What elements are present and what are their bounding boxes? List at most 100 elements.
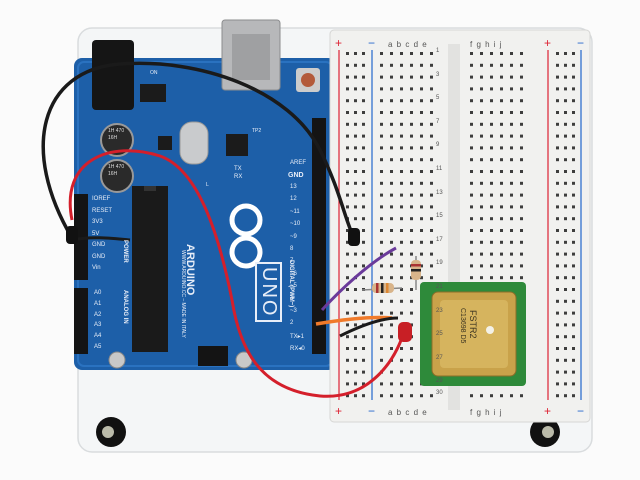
breadboard-hole xyxy=(362,240,365,244)
breadboard-hole xyxy=(410,134,413,138)
breadboard-hole xyxy=(400,299,403,303)
breadboard-hole xyxy=(510,240,513,244)
bb-plus-tr: + xyxy=(544,36,552,50)
l-label: L xyxy=(206,182,209,188)
bb-minus-tr: − xyxy=(577,36,585,50)
breadboard-hole xyxy=(390,299,393,303)
regulator xyxy=(140,84,166,102)
breadboard-hole xyxy=(556,217,559,221)
breadboard-hole xyxy=(354,347,357,350)
digital-pin-label: 2 xyxy=(290,320,294,327)
breadboard-hole xyxy=(510,146,513,150)
breadboard-hole xyxy=(420,146,423,150)
breadboard-hole xyxy=(400,87,403,91)
breadboard-hole xyxy=(346,240,349,244)
gps-feed-point xyxy=(486,326,494,334)
small-ic xyxy=(158,136,172,150)
breadboard-hole xyxy=(556,122,559,126)
breadboard-hole xyxy=(564,347,567,350)
row-number: 7 xyxy=(436,118,440,125)
breadboard-hole xyxy=(400,158,403,162)
breadboard-hole xyxy=(362,170,365,173)
breadboard-hole xyxy=(390,170,393,173)
breadboard-hole xyxy=(572,382,575,386)
breadboard-hole xyxy=(390,99,393,103)
breadboard-hole xyxy=(470,63,473,67)
breadboard-hole xyxy=(410,394,413,398)
breadboard-hole xyxy=(390,87,393,91)
breadboard-hole xyxy=(354,181,357,185)
breadboard-hole xyxy=(556,52,559,55)
breadboard-hole xyxy=(470,193,473,197)
breadboard-hole xyxy=(362,205,365,209)
breadboard-hole xyxy=(346,111,349,114)
digital-pin-label: ~3 xyxy=(290,308,297,314)
breadboard-hole xyxy=(380,311,383,315)
breadboard-hole xyxy=(572,240,575,244)
row-number: 15 xyxy=(436,213,443,220)
breadboard-hole xyxy=(470,229,473,232)
breadboard-hole xyxy=(564,52,567,55)
breadboard-hole xyxy=(510,229,513,232)
breadboard-hole xyxy=(490,158,493,162)
breadboard-hole xyxy=(480,99,483,103)
breadboard-hole xyxy=(572,229,575,232)
power-pin-label: GND xyxy=(92,253,106,260)
breadboard-hole xyxy=(510,252,513,256)
row-number: 23 xyxy=(436,307,443,314)
breadboard-hole xyxy=(400,382,403,386)
plate-foot-left-inner xyxy=(102,426,114,438)
breadboard-hole xyxy=(362,229,365,232)
breadboard-hole xyxy=(572,299,575,303)
wire-purple xyxy=(320,246,397,312)
breadboard-hole xyxy=(410,382,413,386)
bb-minus-tl: − xyxy=(368,36,376,50)
row-number: 30 xyxy=(436,390,443,397)
breadboard-hole xyxy=(354,370,357,374)
breadboard-hole xyxy=(362,63,365,67)
breadboard-hole xyxy=(410,122,413,126)
row-number: 9 xyxy=(436,142,440,149)
breadboard-hole xyxy=(470,394,473,398)
breadboard-hole xyxy=(564,134,567,138)
breadboard-hole xyxy=(346,99,349,103)
breadboard-hole xyxy=(420,75,423,79)
breadboard-hole xyxy=(362,347,365,350)
breadboard-hole xyxy=(556,63,559,67)
breadboard-hole xyxy=(410,240,413,244)
breadboard-hole xyxy=(390,276,393,280)
gps-label: FSTR2 xyxy=(468,310,478,339)
board-model: UNO xyxy=(255,262,282,323)
breadboard-hole xyxy=(400,370,403,374)
breadboard-hole xyxy=(430,229,433,232)
breadboard-hole xyxy=(354,111,357,114)
breadboard-hole xyxy=(572,288,575,291)
wire-red-long xyxy=(68,149,406,398)
breadboard-hole xyxy=(346,181,349,185)
breadboard-hole xyxy=(362,111,365,114)
breadboard-hole xyxy=(410,181,413,185)
breadboard-hole xyxy=(490,217,493,221)
breadboard-hole xyxy=(480,276,483,280)
breadboard-hole xyxy=(572,158,575,162)
capacitor-2 xyxy=(100,159,134,193)
resistor-1 xyxy=(361,283,403,293)
analog-label: ANALOG IN xyxy=(122,290,128,324)
breadboard-hole xyxy=(354,63,357,67)
breadboard-hole xyxy=(410,87,413,91)
breadboard-hole xyxy=(390,370,393,374)
breadboard-hole xyxy=(520,52,523,55)
row-number: 3 xyxy=(436,71,440,78)
breadboard-hole xyxy=(572,63,575,67)
wire-black-gps xyxy=(339,316,399,338)
breadboard-hole xyxy=(362,158,365,162)
breadboard-hole xyxy=(470,170,473,173)
breadboard-hole xyxy=(346,370,349,374)
power-pin-label: GND xyxy=(92,242,106,248)
breadboard-hole xyxy=(490,134,493,138)
breadboard-hole xyxy=(390,111,393,114)
breadboard-hole xyxy=(410,170,413,173)
breadboard-hole xyxy=(556,370,559,374)
breadboard-hole xyxy=(380,394,383,398)
